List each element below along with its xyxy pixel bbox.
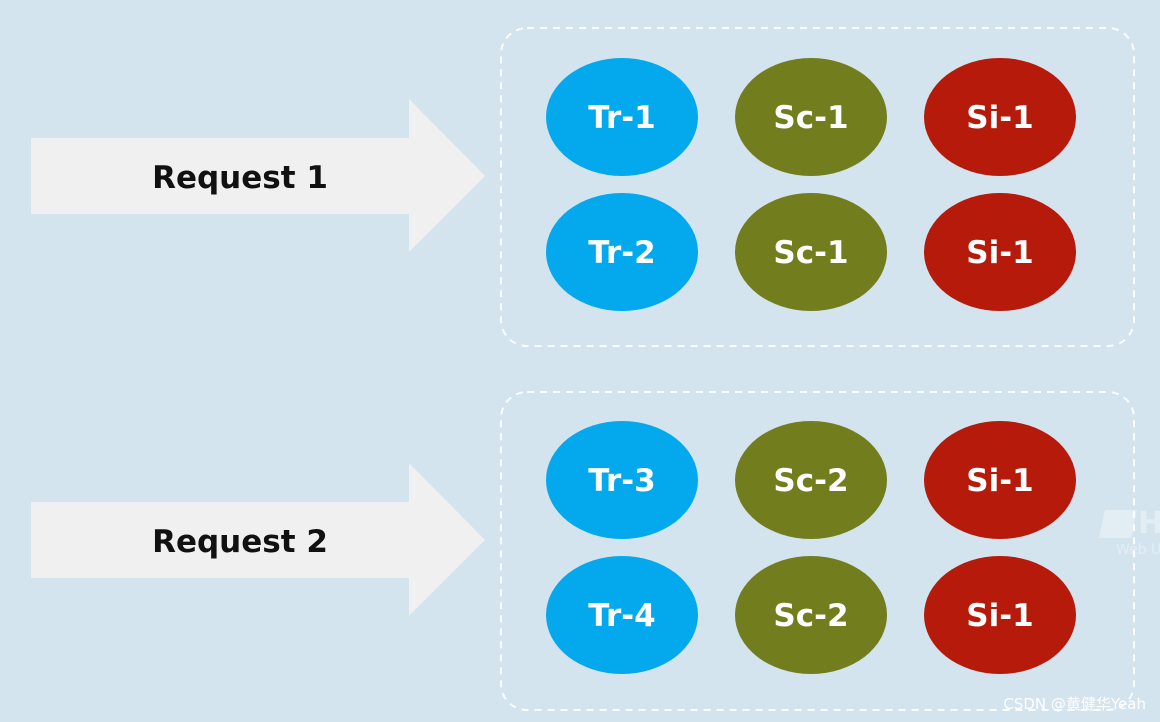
service-node-si-1-row-3: Si-1	[924, 421, 1076, 539]
request-label-2: Request 2	[152, 524, 328, 560]
node-ellipse	[924, 58, 1076, 176]
logo-letter: H	[1138, 506, 1160, 541]
node-ellipse	[735, 556, 887, 674]
node-label: Si-1	[966, 100, 1033, 136]
request-arrow-2	[31, 463, 485, 616]
node-label: Sc-2	[773, 598, 848, 634]
service-group-box-2	[500, 391, 1135, 711]
node-ellipse	[735, 58, 887, 176]
logo-cube-icon	[1099, 510, 1137, 538]
request-arrow-1	[31, 99, 485, 252]
node-ellipse	[735, 421, 887, 539]
node-label: Tr-3	[588, 463, 655, 499]
node-ellipse	[546, 193, 698, 311]
request-label-1: Request 1	[152, 160, 328, 196]
service-node-tr-2: Tr-2	[546, 193, 698, 311]
service-node-si-1-row-2: Si-1	[924, 193, 1076, 311]
node-ellipse	[546, 421, 698, 539]
service-node-sc-1-row-2: Sc-1	[735, 193, 887, 311]
node-label: Tr-1	[588, 100, 655, 136]
node-ellipse	[546, 58, 698, 176]
node-ellipse	[735, 193, 887, 311]
node-ellipse	[924, 556, 1076, 674]
request-group-2: Request 2 Tr-3 Sc-2 Si-1 Tr-4 Sc-2 Si-1	[31, 391, 1135, 711]
node-label: Sc-1	[773, 100, 848, 136]
node-ellipse	[924, 193, 1076, 311]
service-node-tr-3: Tr-3	[546, 421, 698, 539]
node-ellipse	[546, 556, 698, 674]
node-label: Si-1	[966, 235, 1033, 271]
service-node-si-1-row-1: Si-1	[924, 58, 1076, 176]
logo-subtext: Web U	[1116, 542, 1160, 558]
service-node-tr-1: Tr-1	[546, 58, 698, 176]
node-label: Si-1	[966, 463, 1033, 499]
service-node-sc-2-row-1: Sc-2	[735, 421, 887, 539]
node-ellipse	[924, 421, 1076, 539]
node-label: Tr-4	[588, 598, 655, 634]
service-group-box-1	[500, 27, 1135, 347]
service-node-sc-2-row-2: Sc-2	[735, 556, 887, 674]
node-label: Sc-1	[773, 235, 848, 271]
service-node-sc-1-row-1: Sc-1	[735, 58, 887, 176]
service-node-si-1-row-4: Si-1	[924, 556, 1076, 674]
watermark-logo: H Web U	[1099, 506, 1160, 562]
node-label: Tr-2	[588, 235, 655, 271]
request-group-1: Request 1 Tr-1 Sc-1 Si-1 Tr-2 Sc-1 Si-1	[31, 27, 1135, 347]
service-node-tr-4: Tr-4	[546, 556, 698, 674]
node-label: Sc-2	[773, 463, 848, 499]
credit-watermark: CSDN @黄健华Yeah	[1003, 695, 1146, 713]
node-label: Si-1	[966, 598, 1033, 634]
